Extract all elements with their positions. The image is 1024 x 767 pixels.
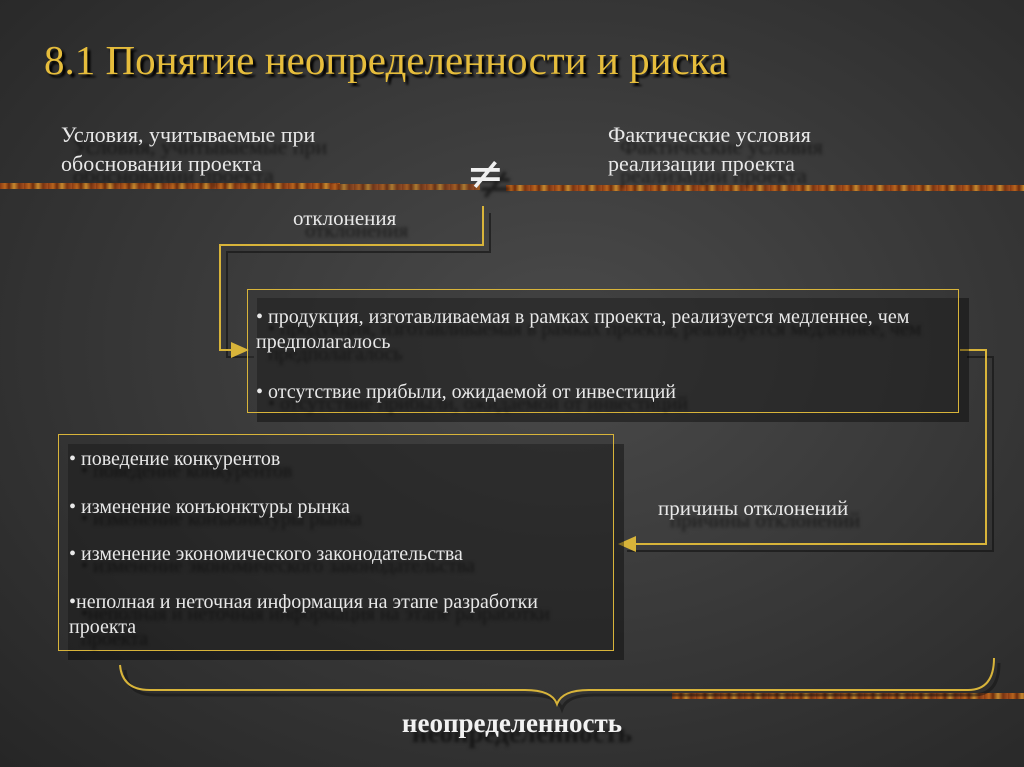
decorative-stripe-right [506, 185, 1024, 191]
deviation-item-2: • отсутствие прибыли, ожидаемой от инвес… [256, 381, 676, 403]
causes-box-shadow [68, 444, 624, 660]
right-heading: Фактические условия реализации проекта [608, 120, 1008, 178]
causes-connector [618, 349, 987, 552]
conclusion-label: неопределенность [401, 708, 623, 738]
slide-title: 8.1 Понятие неопределенности и риска [44, 37, 728, 83]
not-equal-icon: ≠ [466, 146, 505, 200]
left-heading: Условия, учитываемые при обосновании про… [61, 120, 441, 178]
cause-item-4: •неполная и неточная информация на этапе… [69, 591, 538, 638]
causes-box [58, 434, 614, 651]
causes-label: причины отклонений [658, 496, 849, 520]
right-heading-line-1: Фактические условия [608, 122, 811, 147]
left-heading-line-2: обосновании проекта [61, 151, 262, 176]
bottom-brace [123, 662, 1001, 714]
deviations-box-shadow [257, 298, 969, 422]
cause-item-2: • изменение конъюнктуры рынка [69, 496, 350, 518]
deviations-box [247, 289, 959, 413]
deviations-label: отклонения [293, 206, 397, 230]
cause-item-3: • изменение экономического законодательс… [69, 543, 463, 565]
deviation-item-1: • продукция, изготавливаемая в рамках пр… [256, 306, 910, 353]
cause-item-1: • поведение конкурентов [69, 448, 281, 470]
decorative-stripe-middle [330, 184, 480, 190]
decorative-stripe-left [0, 183, 340, 189]
right-heading-line-2: реализации проекта [608, 151, 795, 176]
left-heading-line-1: Условия, учитываемые при [61, 122, 316, 147]
deviation-connector [219, 206, 484, 358]
